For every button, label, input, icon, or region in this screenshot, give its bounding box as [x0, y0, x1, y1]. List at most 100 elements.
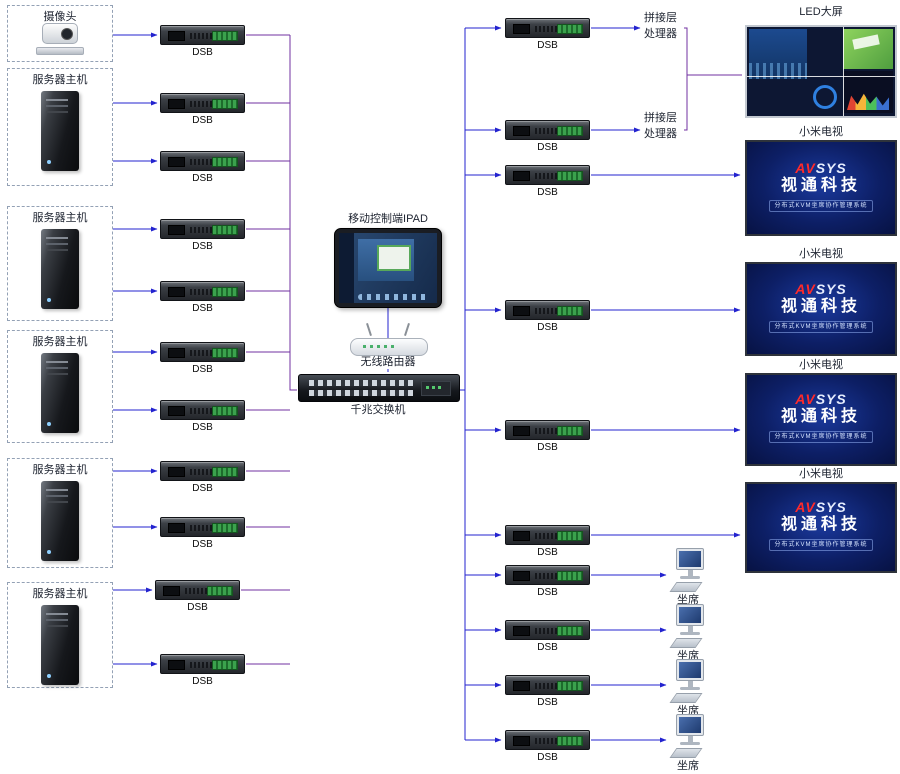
- tv-company-name: 视通科技: [780, 176, 861, 194]
- tv-label: 小米电视: [771, 359, 871, 372]
- dsb-encoder-6: DSB: [160, 342, 245, 375]
- tv-screen-3: AVSYS 视通科技 分布式KVM坐席协作管理系统: [745, 373, 897, 466]
- dsb-device-image: [160, 93, 245, 113]
- dsb-decoder-3: DSB: [505, 165, 590, 198]
- dsb-device-image: [160, 654, 245, 674]
- processor-label-line1: 拼接层: [644, 112, 677, 124]
- monitor-base: [680, 687, 700, 690]
- dsb-device-image: [160, 342, 245, 362]
- server-label: 服务器主机: [32, 588, 88, 600]
- ipad-ui-popup: [377, 245, 411, 271]
- dsb-vents: [190, 408, 212, 414]
- processor-label-line2: 处理器: [644, 128, 677, 140]
- tv-brand-rest: SYS: [815, 391, 847, 407]
- tv-brand-rest: SYS: [815, 159, 847, 176]
- dsb-label: DSB: [192, 115, 213, 126]
- tv-screen-1: AVSYS 视通科技 分布式KVM坐席协作管理系统: [745, 140, 897, 236]
- led-bezel-vertical: [843, 27, 844, 116]
- keyboard-icon: [669, 748, 703, 758]
- splicing-processor-1: 拼接层 处理器: [644, 10, 684, 42]
- camera-label: 摄像头: [43, 11, 77, 23]
- dsb-device-image: [160, 400, 245, 420]
- switch-ports-row: [309, 390, 413, 396]
- dsb-encoder-8: DSB: [160, 461, 245, 494]
- dsb-label: DSB: [192, 303, 213, 314]
- server-group-1: 服务器主机: [7, 68, 113, 186]
- processor-label-line2: 处理器: [644, 28, 677, 40]
- dsb-label: DSB: [537, 547, 558, 558]
- dsb-label: DSB: [192, 173, 213, 184]
- tv-company-name: 视通科技: [780, 408, 861, 425]
- dsb-encoder-1: DSB: [160, 25, 245, 58]
- server-group-2: 服务器主机: [7, 206, 113, 321]
- led-dashboard-panel: [749, 29, 807, 79]
- tv-brand-red: AV: [795, 499, 816, 515]
- dsb-vents: [535, 533, 557, 539]
- dsb-vents: [535, 628, 557, 634]
- dsb-label: DSB: [192, 676, 213, 687]
- dsb-device-image: [505, 300, 590, 320]
- server-tower-icon: [41, 353, 79, 433]
- monitor-icon: [676, 659, 704, 681]
- ipad-ui-sidebar: [339, 233, 354, 303]
- monitor-icon: [676, 714, 704, 736]
- seat-workstation-1: [669, 548, 710, 594]
- tv-brand-logo: AVSYS: [769, 159, 872, 176]
- led-wall-label: LED大屏: [771, 6, 871, 19]
- dsb-vents: [535, 173, 557, 179]
- monitor-screen: [679, 717, 701, 733]
- dsb-decoder-7: DSB: [505, 565, 590, 598]
- server-label: 服务器主机: [32, 336, 88, 348]
- seat-workstation-4: [669, 714, 710, 760]
- dsb-device-image: [155, 580, 240, 600]
- dsb-decoder-6: DSB: [505, 525, 590, 558]
- tv-company-name: 视通科技: [780, 297, 861, 315]
- switch-device: [298, 374, 460, 402]
- monitor-stand: [688, 570, 693, 576]
- router-antenna: [404, 323, 410, 336]
- dsb-device-image: [505, 120, 590, 140]
- dsb-label: DSB: [537, 40, 558, 51]
- tv-company-name: 视通科技: [780, 516, 861, 533]
- server-tower-icon: [41, 91, 79, 171]
- monitor-stand: [688, 626, 693, 632]
- tv-brand-logo: AVSYS: [769, 392, 872, 407]
- dsb-label: DSB: [537, 187, 558, 198]
- tv-splash: AVSYS 视通科技 分布式KVM坐席协作管理系统: [769, 159, 873, 212]
- tv-screen-4: AVSYS 视通科技 分布式KVM坐席协作管理系统: [745, 482, 897, 573]
- ipad-device: [334, 228, 442, 308]
- dsb-decoder-4: DSB: [505, 300, 590, 333]
- server-label: 服务器主机: [32, 212, 88, 224]
- dsb-encoder-11: DSB: [160, 654, 245, 687]
- router-device: [350, 323, 428, 356]
- keyboard-icon: [669, 638, 703, 648]
- tv-label: 小米电视: [771, 126, 871, 139]
- dsb-encoder-10: DSB: [155, 580, 240, 613]
- monitor-stand: [688, 681, 693, 687]
- dsb-decoder-8: DSB: [505, 620, 590, 653]
- tv-brand-rest: SYS: [815, 280, 847, 297]
- camera-base: [36, 47, 84, 55]
- seat-label: 坐席: [664, 594, 712, 607]
- tv-brand-rest: SYS: [815, 499, 847, 515]
- dsb-label: DSB: [537, 442, 558, 453]
- monitor-screen: [679, 551, 701, 567]
- router-label: 无线路由器: [338, 356, 438, 369]
- switch-ports-row: [309, 380, 413, 386]
- splicing-processor-2: 拼接层 处理器: [644, 110, 684, 142]
- led-bezel-horizontal: [747, 76, 895, 77]
- led-video-panel: [843, 29, 893, 69]
- dsb-vents: [190, 159, 212, 165]
- router-antenna: [366, 323, 372, 336]
- dsb-encoder-5: DSB: [160, 281, 245, 314]
- dsb-device-image: [505, 620, 590, 640]
- dsb-decoder-5: DSB: [505, 420, 590, 453]
- server-group-3: 服务器主机: [7, 330, 113, 443]
- tv-tagline: 分布式KVM坐席协作管理系统: [769, 539, 873, 551]
- tv-label: 小米电视: [771, 248, 871, 261]
- dsb-device-image: [160, 461, 245, 481]
- dsb-decoder-10: DSB: [505, 730, 590, 763]
- dsb-device-image: [505, 18, 590, 38]
- camera-icon: [35, 23, 85, 55]
- dsb-device-image: [160, 25, 245, 45]
